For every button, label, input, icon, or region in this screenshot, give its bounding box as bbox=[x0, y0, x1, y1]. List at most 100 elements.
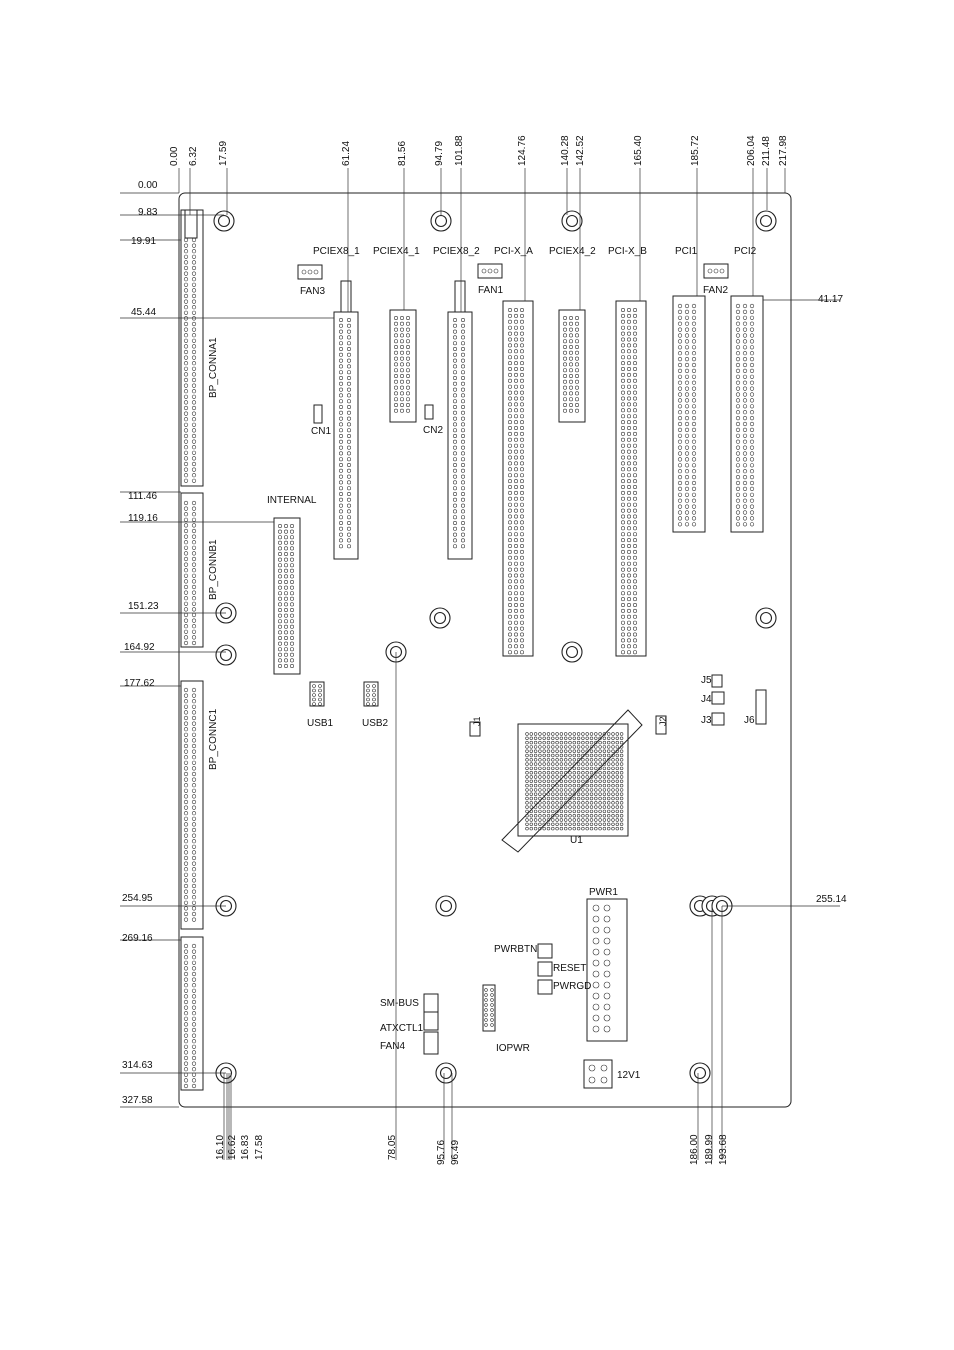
pci1-pins-pin bbox=[677, 516, 683, 521]
internal-pins-pin bbox=[289, 652, 294, 657]
internal-pins-pin bbox=[277, 607, 282, 612]
pciex4-2-pins-pin bbox=[574, 408, 579, 413]
bp-connb1-pins-pin bbox=[183, 607, 189, 612]
bp-connb1-pins-pin bbox=[191, 573, 197, 578]
bp-connb1-pins-pin bbox=[183, 640, 189, 646]
pci2-pins-pin bbox=[749, 416, 755, 421]
pci1-pins-pin bbox=[684, 321, 690, 326]
pci1-pins-pin bbox=[684, 475, 690, 480]
bp-conna1-pins-pin bbox=[191, 473, 197, 478]
u1-balls-pin bbox=[551, 745, 555, 749]
pcix-a-pins-pin bbox=[507, 437, 512, 442]
pcix-a-pins-pin bbox=[513, 378, 518, 383]
pcix-a-pins-pin bbox=[513, 343, 518, 348]
u1-balls-pin bbox=[551, 813, 555, 818]
u1-balls-pin bbox=[611, 826, 615, 831]
pcix-b-pins-pin bbox=[632, 508, 637, 513]
pcix-b-pins-pin bbox=[632, 307, 637, 312]
u1-balls-pin bbox=[611, 822, 615, 826]
pcix-a-pins-pin bbox=[507, 496, 512, 501]
bp-conna1-pins-pin bbox=[191, 243, 197, 248]
pcix-a-pins-pin bbox=[513, 443, 518, 448]
fan1-pins-pin bbox=[481, 268, 487, 274]
u1-balls-pin bbox=[611, 766, 615, 771]
label-atxctl1: ATXCTL1 bbox=[380, 1023, 424, 1034]
pcix-a-pins-pin bbox=[519, 626, 524, 631]
pcix-b-pins-pin bbox=[626, 355, 631, 360]
bp-connd-pins-pin bbox=[191, 1055, 197, 1061]
pci2-pins-pin bbox=[749, 469, 755, 474]
pciex8-2-pins-pin bbox=[460, 428, 465, 433]
pci1-pins-pin bbox=[677, 451, 683, 456]
pciex8-2-pins-pin bbox=[452, 532, 457, 537]
iopwr-pins-pin bbox=[484, 993, 488, 997]
u1-balls-pin bbox=[619, 818, 624, 822]
u1-balls-pin bbox=[611, 740, 615, 745]
bp-connc1-pins-pin bbox=[191, 855, 197, 861]
pcix-a-pins-pin bbox=[513, 520, 518, 525]
pci2-pins-pin bbox=[735, 451, 741, 456]
pci1-pins-pin bbox=[677, 368, 683, 374]
bp-conna1-pins-pin bbox=[183, 422, 189, 427]
pci1-pins-pin bbox=[684, 451, 690, 456]
u1-balls-pin bbox=[589, 779, 594, 783]
u1-balls-pin bbox=[598, 801, 602, 805]
pcix-b-pins-pin bbox=[620, 620, 625, 625]
u1-balls-pin bbox=[542, 779, 546, 783]
pci1-pins-pin bbox=[691, 451, 697, 456]
pci1-pins-pin bbox=[684, 492, 690, 497]
u1-balls-pin bbox=[538, 809, 542, 814]
pciex4-1-pins-pin bbox=[393, 362, 398, 367]
dim-left-3: 45.44 bbox=[131, 307, 156, 318]
u1-balls-pin bbox=[529, 826, 533, 831]
pcix-b-pins-pin bbox=[620, 520, 625, 525]
dim-top-14: 217.98 bbox=[778, 135, 789, 166]
bp-conna1-pins-pin bbox=[183, 254, 189, 259]
bp-connd-pins-pin bbox=[191, 1033, 197, 1038]
pciex8-1-pins-pin bbox=[338, 428, 343, 433]
u1-balls-pin bbox=[602, 796, 607, 801]
u1-balls-pin bbox=[611, 801, 615, 805]
pcix-a-pins-pin bbox=[519, 585, 524, 590]
u1-balls-pin bbox=[615, 813, 619, 818]
pci2-body bbox=[730, 295, 764, 533]
pciex8-1-pins-pin bbox=[346, 370, 351, 375]
pciex8-2-pins-pin bbox=[452, 538, 457, 543]
u1-balls-pin bbox=[559, 792, 564, 796]
u1-balls-pin bbox=[529, 762, 533, 766]
pcix-a-pins-pin bbox=[513, 543, 518, 548]
bp-conna1-pins-pin bbox=[191, 445, 197, 450]
u1-balls-pin bbox=[589, 792, 594, 796]
dim-left-11: 314.63 bbox=[122, 1060, 153, 1071]
pci2-pins-pin bbox=[749, 498, 755, 503]
pci2-pins-pin bbox=[742, 351, 748, 356]
pcix-b-pins-pin bbox=[620, 437, 625, 442]
pciex8-1-pins-pin bbox=[338, 497, 343, 502]
bp-connd-pins-pin bbox=[183, 1055, 189, 1061]
pciex8-2-pins-pin bbox=[452, 404, 457, 409]
u1-balls-pin bbox=[576, 775, 581, 779]
pciex8-2-pins-pin bbox=[452, 439, 457, 444]
pciex8-2-pins-pin bbox=[460, 393, 465, 398]
bp-connd-pins-pin bbox=[183, 1044, 189, 1049]
pciex4-2-pins-pin bbox=[562, 339, 567, 344]
pciex4-2-pins bbox=[562, 315, 579, 413]
u1-balls-pin bbox=[598, 736, 602, 740]
u1-balls-pin bbox=[529, 758, 533, 762]
u1-balls-pin bbox=[615, 732, 619, 736]
u1-balls-pin bbox=[559, 796, 564, 801]
pcix-a-pins-pin bbox=[507, 461, 512, 466]
pcix-a-pins-pin bbox=[507, 567, 512, 572]
pcix-a-pins-pin bbox=[507, 343, 512, 348]
u1-balls-pin bbox=[568, 770, 572, 775]
bp-conna1-pins-pin bbox=[183, 243, 189, 248]
pcix-b-pins-pin bbox=[632, 319, 637, 324]
pci2-pins-pin bbox=[749, 480, 755, 486]
pci1-pins-pin bbox=[691, 315, 697, 320]
pciex8-2-pins-pin bbox=[452, 329, 457, 334]
u1-balls-pin bbox=[546, 753, 551, 758]
pciex8-1-pins-pin bbox=[338, 515, 343, 520]
internal-pins bbox=[277, 523, 294, 668]
bp-connc1-pins-pin bbox=[183, 794, 189, 799]
mounting-hole-7-inner bbox=[219, 648, 233, 662]
